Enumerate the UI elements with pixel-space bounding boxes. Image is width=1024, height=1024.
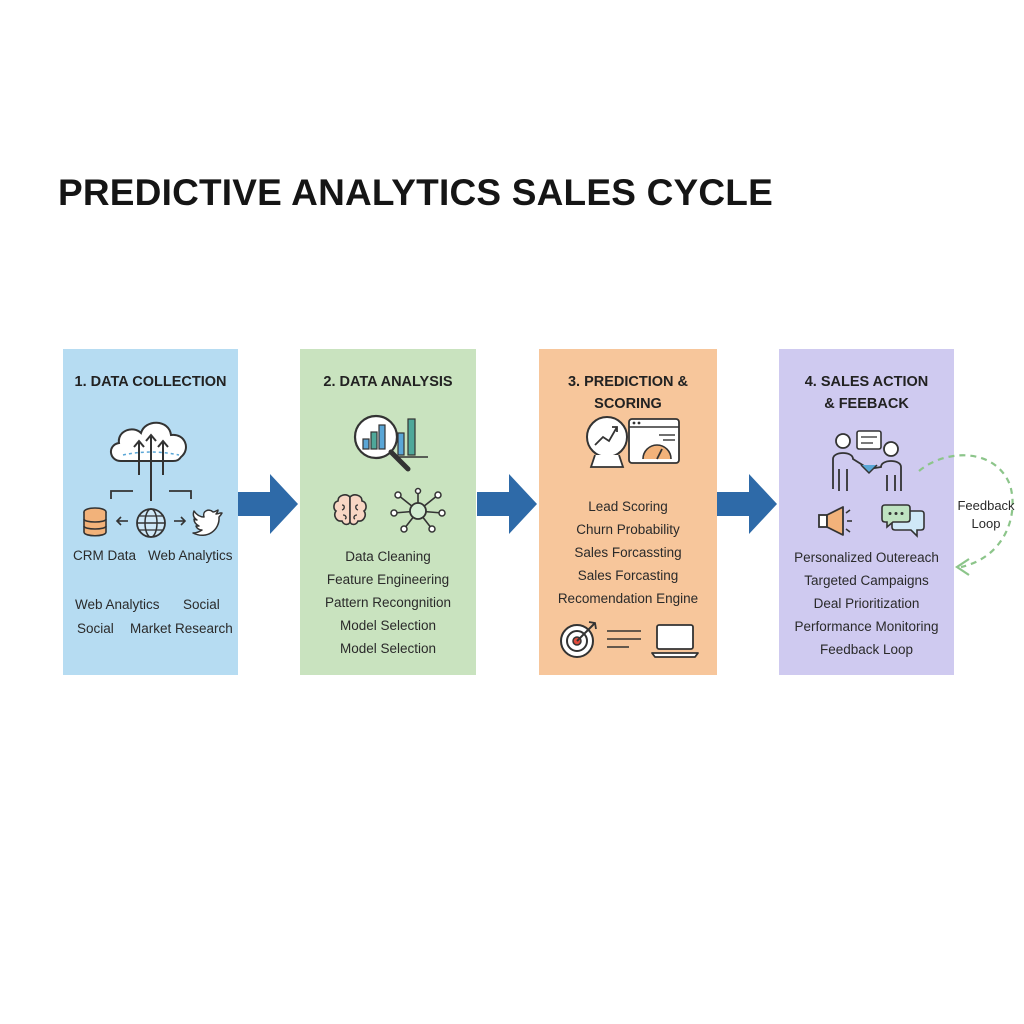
page-title: PREDICTIVE ANALYTICS SALES CYCLE xyxy=(58,172,773,213)
list-item: Performance Monitoring xyxy=(794,619,939,634)
icon-label-web-analytics: Web Analytics xyxy=(148,548,233,563)
stage-title-line: & FEEBACK xyxy=(824,396,909,412)
source-item: Social xyxy=(183,597,220,612)
stage-title-line: 4. SALES ACTION xyxy=(804,374,929,390)
list-item: Sales Forcassting xyxy=(574,545,682,560)
stage-data-analysis: 2. DATA ANALYSIS Data Cleaning Feature xyxy=(300,349,476,675)
stage-title-line: 1. DATA COLLECTION xyxy=(74,374,227,390)
list-item: Lead Scoring xyxy=(588,499,668,514)
stage-title: 1. DATA COLLECTION xyxy=(63,371,238,393)
source-item: Social xyxy=(77,621,114,636)
list-item: Data Cleaning xyxy=(345,549,431,564)
stage-prediction-scoring: 3. PREDICTION & SCORING Lead Scoring Chu… xyxy=(539,349,717,675)
stage-sales-action-feedback: 4. SALES ACTION & FEEBACK Personalized O… xyxy=(779,349,954,675)
arrow-right-icon xyxy=(174,516,187,526)
stage-data-collection: 1. DATA COLLECTION CRM Data Web Analytic… xyxy=(63,349,238,675)
stage-title: 4. SALES ACTION & FEEBACK xyxy=(779,371,954,415)
list-item: Pattern Recongnition xyxy=(324,595,452,610)
text-lines-icon xyxy=(607,630,641,648)
source-item: Market Research xyxy=(130,621,233,636)
list-item: Model Selection xyxy=(339,641,437,656)
list-item: Personalized Outereach xyxy=(794,550,939,565)
target-icon xyxy=(560,621,597,658)
chat-bubbles-icon xyxy=(881,504,925,538)
stage-item-list: Lead Scoring Churn Probability Sales For… xyxy=(539,495,717,610)
stage-title-line: 3. PREDICTION & SCORING xyxy=(567,374,689,412)
feedback-label-line: Loop xyxy=(971,516,1001,531)
list-item: Deal Prioritization xyxy=(813,596,920,611)
flow-arrow xyxy=(238,474,298,534)
list-item: Recomendation Engine xyxy=(557,591,699,606)
stage-title: 2. DATA ANALYSIS xyxy=(300,371,476,393)
list-item: Feedback Loop xyxy=(819,642,914,657)
globe-icon xyxy=(136,508,166,538)
list-item: Churn Probability xyxy=(576,522,680,537)
feedback-loop-arrow xyxy=(918,454,1014,576)
source-item: Web Analytics xyxy=(75,597,160,612)
laptop-icon xyxy=(651,624,699,658)
handshake-icon xyxy=(832,430,902,491)
stage-item-list: Data Cleaning Feature Engineering Patter… xyxy=(300,545,476,660)
feedback-label-line: Feedback xyxy=(957,498,1015,513)
icon-label-crm: CRM Data xyxy=(73,548,137,563)
feedback-loop-label: Feedback Loop xyxy=(952,497,1020,533)
crystal-ball-dashboard-icon xyxy=(586,416,680,468)
cloud-upload-icon xyxy=(110,421,192,501)
list-item: Sales Forcasting xyxy=(577,568,679,583)
list-item: Targeted Campaigns xyxy=(804,573,929,588)
arrow-left-icon xyxy=(115,516,128,526)
twitter-bird-icon xyxy=(192,509,223,537)
stage-title-line: 2. DATA ANALYSIS xyxy=(323,374,453,390)
stage-item-list: Personalized Outereach Targeted Campaign… xyxy=(779,546,954,661)
magnifier-chart-icon xyxy=(353,414,428,472)
list-item: Model Selection xyxy=(339,618,437,633)
stage-title: 3. PREDICTION & SCORING xyxy=(539,371,717,415)
network-icon xyxy=(390,487,446,533)
database-icon xyxy=(83,507,107,537)
flow-arrow xyxy=(717,474,777,534)
brain-icon xyxy=(333,494,367,526)
megaphone-icon xyxy=(818,506,852,536)
flow-arrow xyxy=(477,474,537,534)
list-item: Feature Engineering xyxy=(326,572,450,587)
